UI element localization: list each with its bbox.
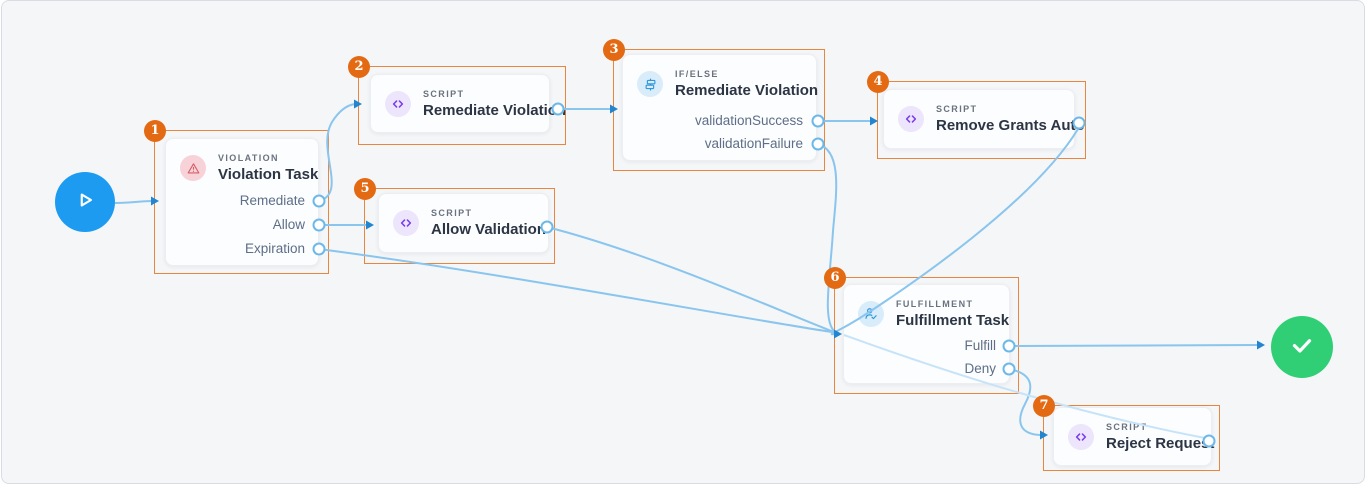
port-label-fulfill: Fulfill — [964, 338, 996, 353]
node-type-label: SCRIPT — [431, 208, 473, 218]
step-badge-4: 4 — [867, 71, 889, 93]
step-badge-2: 2 — [348, 56, 370, 78]
branch-icon — [637, 71, 663, 97]
port-label-deny: Deny — [964, 361, 996, 376]
edge-start-to-violation-task[interactable] — [114, 200, 153, 204]
node-violation-task[interactable]: VIOLATION Violation Task Remediate Allow… — [165, 138, 319, 266]
user-check-icon — [858, 301, 884, 327]
arrowhead — [1257, 340, 1265, 350]
port-label-expiration: Expiration — [244, 241, 305, 256]
node-title: Remediate Violation — [675, 82, 819, 99]
check-icon — [1287, 330, 1317, 365]
node-allow-validation[interactable]: SCRIPT Allow Validation — [378, 193, 549, 253]
code-icon — [898, 106, 924, 132]
node-type-label: SCRIPT — [1106, 422, 1148, 432]
code-icon — [385, 91, 411, 117]
node-title: Allow Validation — [431, 221, 547, 238]
port-label-remediate: Remediate — [239, 193, 305, 208]
step-badge-6: 6 — [824, 267, 846, 289]
node-title: Reject Request — [1106, 435, 1215, 452]
node-remediate-violation-script[interactable]: SCRIPT Remediate Violation — [370, 74, 566, 133]
code-icon — [393, 210, 419, 236]
port-label-validation-success: validationSuccess — [694, 113, 803, 128]
end-node[interactable] — [1271, 316, 1333, 378]
play-icon — [72, 187, 98, 218]
node-title: Violation Task — [218, 166, 319, 183]
node-title: Fulfillment Task — [896, 312, 1010, 329]
node-title: Remediate Violation — [423, 102, 567, 119]
edge-fulfill-to-end[interactable] — [1008, 344, 1258, 347]
node-type-label: VIOLATION — [218, 153, 279, 163]
warning-triangle-icon — [180, 155, 206, 181]
step-badge-1: 1 — [144, 120, 166, 142]
node-fulfillment-task[interactable]: FULFILLMENT Fulfillment Task Fulfill Den… — [843, 284, 1010, 384]
node-remediate-violation-ifelse[interactable]: IF/ELSE Remediate Violation validationSu… — [622, 54, 819, 161]
node-type-label: SCRIPT — [423, 89, 465, 99]
edge-allow-validation-to-fulfillment[interactable] — [546, 226, 835, 333]
start-node[interactable] — [55, 172, 115, 232]
node-type-label: IF/ELSE — [675, 69, 719, 79]
port-label-validation-failure: validationFailure — [704, 136, 803, 151]
code-icon — [1068, 424, 1094, 450]
node-type-label: SCRIPT — [936, 104, 978, 114]
node-reject-request[interactable]: SCRIPT Reject Request — [1053, 407, 1215, 466]
step-badge-3: 3 — [603, 39, 625, 61]
node-remove-grants-auto[interactable]: SCRIPT Remove Grants Auto — [883, 89, 1085, 149]
step-badge-5: 5 — [354, 178, 376, 200]
step-badge-7: 7 — [1033, 395, 1055, 417]
port-label-allow: Allow — [272, 217, 305, 232]
node-title: Remove Grants Auto — [936, 117, 1085, 134]
node-type-label: FULFILLMENT — [896, 299, 974, 309]
